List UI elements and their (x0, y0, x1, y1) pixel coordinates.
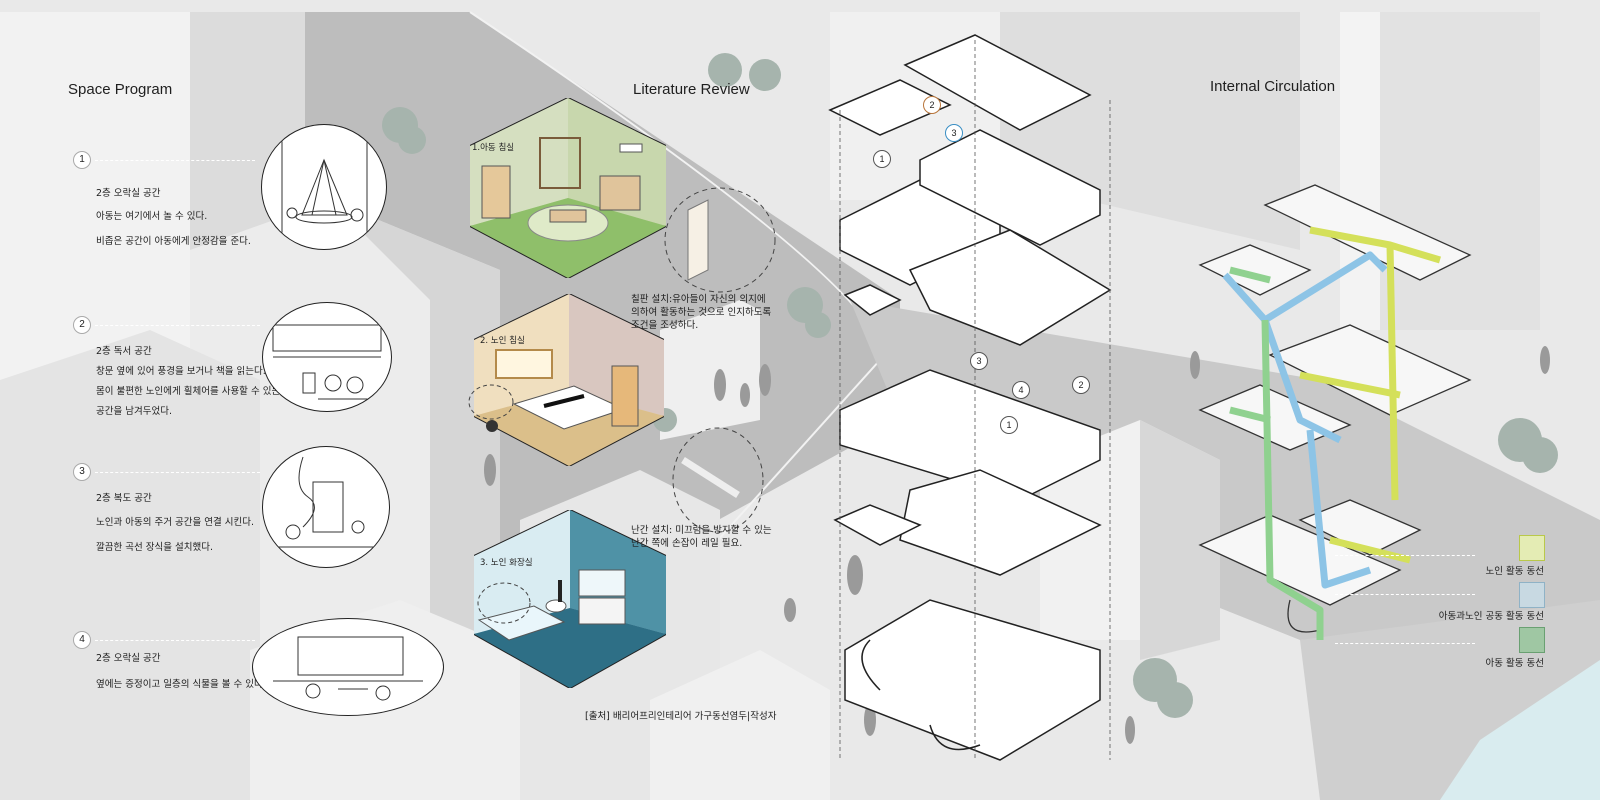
legend-swatch-shared (1519, 582, 1545, 608)
item-heading: 2층 독서 공간 (96, 346, 152, 357)
item-text: 옆에는 증정이고 일층의 식물을 볼 수 있다. (96, 679, 266, 690)
sketch-drawing (273, 636, 423, 701)
building-block (660, 300, 760, 440)
playroom-sketch (252, 618, 444, 716)
legend-leader (1335, 555, 1475, 556)
note-line: 난간 쪽에 손잡이 레일 필요. (631, 538, 743, 549)
plan-guide-lines (839, 40, 1111, 760)
internal-circulation-title: Internal Circulation (1210, 78, 1336, 95)
item-heading: 2층 오락실 공간 (96, 653, 161, 664)
reading-corner-sketch (262, 302, 392, 412)
circulation-routes (1222, 226, 1442, 640)
item-text: 공간을 남겨두었다. (96, 406, 172, 417)
plan-marker: 2 (923, 96, 941, 114)
leader-line (95, 325, 260, 326)
room-label: 3. 노인 화장실 (480, 558, 533, 568)
legend-label-shared: 아동과노인 공동 활동 동선 (1438, 611, 1544, 622)
note-line: 의하여 활동하는 것으로 인지하도록 (631, 307, 772, 318)
room-label: 1.아동 침실 (472, 143, 515, 153)
tower-shade (1380, 12, 1540, 330)
water-shape (1440, 660, 1600, 800)
handrail-note: 난간 설치: 미끄럼을 방지할 수 있는 난간 쪽에 손잡이 레일 필요. (631, 524, 772, 550)
legend-swatch-elderly (1519, 535, 1545, 561)
leader-line (95, 160, 255, 161)
plan-marker: 1 (1000, 416, 1018, 434)
item-text: 깔끔한 곡선 장식을 설치했다. (96, 542, 213, 553)
item-text: 몸이 불편한 노인에게 휠체어를 사용할 수 있는 (96, 386, 281, 397)
exploded-floor-plans (828, 34, 1112, 761)
elderly-bathroom-isometric (474, 510, 666, 688)
bathtub-detail-callout (477, 582, 531, 624)
leader-line (95, 472, 260, 473)
tent-play-sketch (261, 124, 387, 250)
sketch-drawing (272, 324, 382, 400)
legend-leader (1335, 643, 1475, 644)
corridor-sketch (262, 446, 390, 568)
tree-group (382, 53, 1558, 718)
space-program-title: Space Program (68, 81, 173, 98)
leader-line (95, 640, 255, 641)
item-text: 창문 옆에 있어 풍경을 보거나 책을 읽는다. (96, 366, 266, 377)
people-silhouettes (484, 346, 1550, 744)
item-text: 아동는 여기에서 놀 수 있다. (96, 211, 208, 222)
item-number-badge: 4 (73, 631, 91, 649)
legend-label-elderly: 노인 활동 동선 (1485, 566, 1544, 577)
plan-marker: 3 (945, 124, 963, 142)
bed-detail-callout (468, 384, 514, 420)
plan-marker: 3 (970, 352, 988, 370)
sketch-drawing (281, 135, 368, 235)
note-line: 칠판 설치:유아들이 자신의 의지에 (631, 294, 766, 305)
item-number-badge: 1 (73, 151, 91, 169)
building-shade (330, 200, 500, 730)
item-text: 비좁은 공간이 아동에게 안정감을 준다. (96, 236, 251, 247)
literature-review-title: Literature Review (633, 81, 750, 98)
item-heading: 2층 복도 공간 (96, 493, 152, 504)
legend-label-child: 아동 활동 동선 (1485, 658, 1544, 669)
item-text: 노인과 아동의 주거 공간을 연결 시킨다. (96, 517, 254, 528)
plan-marker: 1 (873, 150, 891, 168)
plan-marker: 2 (1072, 376, 1090, 394)
handrail-detail-callout (672, 427, 764, 533)
building-shade (1140, 420, 1220, 660)
plan-marker: 4 (1012, 381, 1030, 399)
legend-swatch-child (1519, 627, 1545, 653)
note-line: 난간 설치: 미끄럼을 방지할 수 있는 (631, 525, 772, 536)
source-citation: [출처] 배리어프리인테리어 가구동선염두|작성자 (585, 711, 777, 722)
building-block (650, 650, 830, 800)
note-line: 조건을 조성하다. (631, 320, 699, 331)
chalkboard-note: 칠판 설치:유아들이 자신의 의지에 의하여 활동하는 것으로 인지하도록 조건… (631, 293, 771, 332)
room-label: 2. 노인 침실 (480, 336, 525, 346)
item-number-badge: 2 (73, 316, 91, 334)
sketch-drawing (278, 456, 373, 548)
item-heading: 2층 오락실 공간 (96, 188, 161, 199)
legend-leader (1335, 594, 1475, 595)
chalkboard-detail-callout (664, 187, 776, 293)
building-block (0, 330, 260, 800)
item-number-badge: 3 (73, 463, 91, 481)
child-bedroom-isometric (470, 98, 666, 278)
